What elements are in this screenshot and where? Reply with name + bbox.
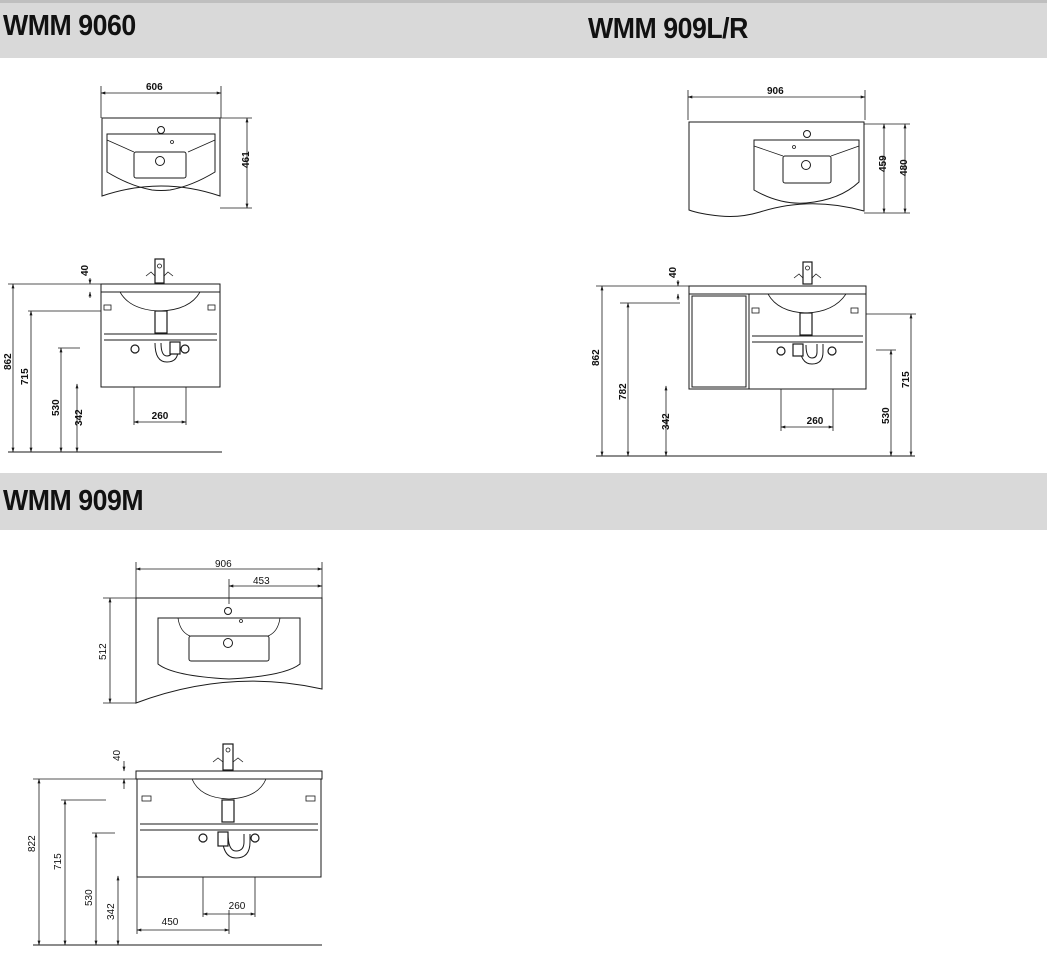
wmm909lr-front-view: 862 782 342 40 260 715 530 bbox=[591, 261, 916, 457]
wmm909lr-782-label: 782 bbox=[618, 383, 629, 400]
wmm909m-depth-label: 512 bbox=[98, 643, 109, 660]
wmm9060-faucet bbox=[154, 258, 165, 284]
wmm9060-valve-right bbox=[180, 344, 190, 354]
wmm909m-siphon bbox=[221, 799, 235, 823]
wmm909m-530-label: 530 bbox=[84, 889, 95, 906]
wmm909lr-top-view: 906 459 480 bbox=[687, 86, 910, 217]
wmm909m-front-view: 822 715 530 342 40 260 450 bbox=[27, 743, 323, 946]
wmm909lr-countertop bbox=[688, 285, 867, 295]
title-wmm909m: WMM 909M bbox=[3, 485, 144, 517]
wmm9060-siphon bbox=[154, 310, 168, 334]
wmm909lr-cabinet bbox=[688, 293, 867, 390]
wmm909m-total-height-label: 822 bbox=[27, 835, 38, 852]
wmm909m-basin-bowl bbox=[157, 617, 301, 680]
wmm909lr-width-label: 906 bbox=[767, 86, 784, 97]
wmm9060-bowl-section bbox=[119, 291, 201, 312]
title-wmm9060: WMM 9060 bbox=[3, 10, 136, 42]
wmm909lr-basin-bowl bbox=[753, 139, 860, 204]
wmm909lr-342-label: 342 bbox=[661, 413, 672, 430]
wmm909lr-459-label: 459 bbox=[878, 155, 889, 172]
wmm909lr-siphon bbox=[799, 312, 813, 336]
wmm909lr-tap-hole bbox=[803, 130, 811, 138]
wmm909m-width-label: 906 bbox=[215, 559, 232, 570]
wmm909lr-side-door bbox=[691, 295, 747, 388]
wmm909lr-drain bbox=[801, 160, 811, 170]
wmm909lr-faucet bbox=[802, 261, 813, 285]
wmm9060-countertop bbox=[100, 283, 221, 293]
wmm909lr-715-label: 715 bbox=[901, 371, 912, 388]
wmm9060-530-label: 530 bbox=[51, 399, 62, 416]
wmm9060-40-label: 40 bbox=[80, 264, 91, 276]
wmm909lr-40-label: 40 bbox=[668, 266, 679, 278]
wmm909m-cabinet bbox=[136, 778, 322, 878]
title-wmm909lr: WMM 909L/R bbox=[588, 13, 748, 45]
wmm909m-faucet bbox=[222, 743, 234, 771]
wmm909m-tap-hole bbox=[224, 607, 232, 615]
wmm909m-715-label: 715 bbox=[53, 853, 64, 870]
wmm9060-depth-label: 461 bbox=[241, 151, 252, 168]
wmm909m-valve-right bbox=[250, 833, 260, 843]
wmm9060-342-label: 342 bbox=[74, 409, 85, 426]
wmm909m-half-label: 453 bbox=[253, 576, 270, 587]
wmm909m-260-label: 260 bbox=[229, 901, 246, 912]
wmm909m-drain bbox=[223, 638, 233, 648]
wmm909m-342-label: 342 bbox=[106, 903, 117, 920]
wmm9060-valve-left bbox=[130, 344, 140, 354]
wmm909m-basin-outline bbox=[135, 597, 323, 704]
wmm9060-front-view: 862 715 530 342 40 260 bbox=[3, 258, 222, 453]
wmm9060-top-view: 606 461 bbox=[100, 82, 252, 209]
wmm9060-total-height-label: 862 bbox=[3, 353, 14, 370]
wmm9060-tap-hole bbox=[157, 126, 165, 134]
wmm909m-countertop bbox=[135, 770, 323, 780]
wmm9060-715-label: 715 bbox=[20, 368, 31, 385]
wmm9060-basin-inner bbox=[133, 151, 187, 179]
wmm9060-basin-outline bbox=[101, 117, 221, 197]
wmm909lr-valve-right bbox=[827, 346, 837, 356]
wmm909m-top-view: 906 453 512 bbox=[98, 559, 323, 704]
wmm909lr-valve-left bbox=[776, 346, 786, 356]
wmm909m-valve-left bbox=[198, 833, 208, 843]
wmm909lr-basin-outline bbox=[688, 121, 865, 217]
wmm9060-basin-bowl bbox=[106, 133, 216, 191]
wmm9060-drain bbox=[155, 156, 165, 166]
wmm909lr-total-height-label: 862 bbox=[591, 349, 602, 366]
wmm909m-40-label: 40 bbox=[112, 749, 123, 761]
wmm909lr-480-label: 480 bbox=[899, 159, 910, 176]
header-band-middle bbox=[0, 473, 1047, 530]
wmm909lr-530-label: 530 bbox=[881, 407, 892, 424]
header-band-top bbox=[0, 0, 1047, 58]
wmm9060-cabinet bbox=[100, 291, 221, 388]
wmm909m-basin-inner bbox=[188, 635, 270, 662]
wmm909m-450-label: 450 bbox=[162, 917, 179, 928]
wmm909lr-260-label: 260 bbox=[807, 416, 824, 427]
wmm9060-width-label: 606 bbox=[146, 82, 163, 93]
wmm9060-260-label: 260 bbox=[152, 411, 169, 422]
